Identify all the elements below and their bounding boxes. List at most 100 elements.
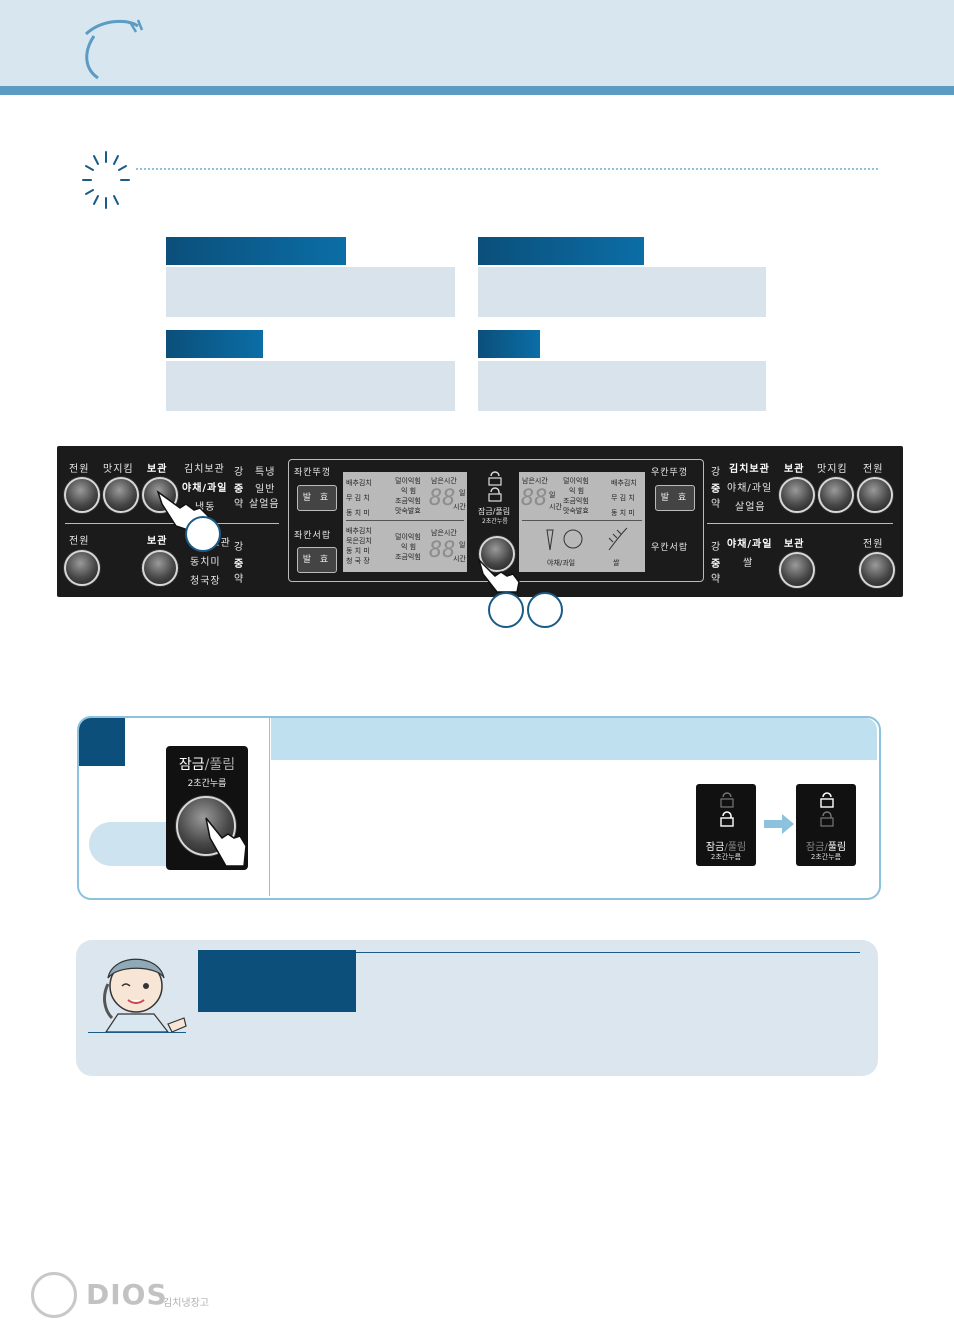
lock-button-closeup: 잠금/풀림 2초간누름 bbox=[166, 746, 248, 870]
left-upper-fermentation-label: 맛지킴 bbox=[103, 464, 134, 475]
section-dotted-rule bbox=[136, 168, 878, 170]
right-upper-storage-button[interactable] bbox=[779, 477, 815, 513]
left-upper-mode-3: 냉동 bbox=[195, 502, 216, 513]
left-upper-extra-1: 특냉 bbox=[255, 467, 276, 478]
left-upper-level-1: 강 bbox=[234, 467, 245, 478]
right-lower-storage-button[interactable] bbox=[779, 552, 815, 588]
left-upper-level-2: 중 bbox=[234, 484, 245, 495]
right-lower-storage-label: 보관 bbox=[784, 539, 805, 550]
left-lcd: 배추김치 무 김 치 동 치 미 덜이익힘 익 힘 조금익힘 맛숙발효 남은시간… bbox=[343, 472, 467, 572]
left-drawer-ferment-button[interactable]: 발 효 bbox=[297, 547, 337, 573]
lcd-ll-1: 배추김치 bbox=[346, 527, 372, 535]
step-marker-3 bbox=[527, 592, 563, 628]
lcd-ul-1: 배추김치 bbox=[346, 479, 372, 487]
arrow-right-icon bbox=[764, 814, 794, 834]
left-upper-level-3: 약 bbox=[234, 499, 245, 510]
right-upper-fermentation-button[interactable] bbox=[818, 477, 854, 513]
lcd-r-day: 일 bbox=[549, 491, 556, 499]
step-marker-2 bbox=[488, 592, 524, 628]
left-divider bbox=[65, 523, 279, 524]
right-lid-ferment-button[interactable]: 발 효 bbox=[655, 485, 695, 511]
left-lower-power-button[interactable] bbox=[64, 550, 100, 586]
pointing-hand-icon bbox=[477, 558, 520, 593]
left-lid-ferment-button[interactable]: 발 효 bbox=[297, 485, 337, 511]
lcd-r-digits: 88 bbox=[521, 486, 548, 511]
lockbox-tab bbox=[79, 718, 125, 766]
lcd-day-upper: 일 bbox=[459, 489, 466, 497]
footer-brand: DIOS bbox=[86, 1278, 168, 1311]
lockbox-title-bar bbox=[271, 718, 877, 760]
footer-product: 김치냉장고 bbox=[163, 1298, 209, 1309]
right-upper-power-button[interactable] bbox=[857, 477, 893, 513]
left-upper-storage-label: 보관 bbox=[147, 464, 168, 475]
closeup-hint: 2초간누름 bbox=[187, 779, 227, 789]
lcd-rr-2: 무 김 치 bbox=[611, 494, 635, 502]
lcd-lm-3: 조금익힘 bbox=[395, 553, 421, 561]
left-lower-level-3: 약 bbox=[234, 574, 245, 585]
lcd-rice-label: 쌀 bbox=[613, 559, 620, 567]
lcd-rm-2: 익 힘 bbox=[569, 487, 585, 495]
mascot-underline bbox=[88, 1032, 186, 1033]
closeup-lock-text: 잠금 bbox=[178, 757, 205, 773]
closeup-unlock-text: 풀림 bbox=[209, 757, 236, 773]
lockbox-pill bbox=[89, 822, 179, 866]
center-lock-label: 잠금/풀림 bbox=[478, 507, 511, 516]
left-lower-mode-3: 청국장 bbox=[190, 576, 221, 587]
carrot-cabbage-icon bbox=[546, 529, 583, 551]
before-label: 잠금/풀림 bbox=[696, 838, 756, 853]
left-upper-power-button[interactable] bbox=[64, 477, 100, 513]
right-lcd: 남은시간 88 일 시간 덜이익힘 익 힘 조금익힘 맛숙발효 배추김치 무 김… bbox=[519, 472, 645, 572]
lcd-rm-3: 조금익힘 bbox=[563, 497, 589, 505]
left-lower-storage-button[interactable] bbox=[142, 550, 178, 586]
before-unlock-text: 풀림 bbox=[727, 842, 747, 853]
left-lower-level-1: 강 bbox=[234, 542, 245, 553]
info-box-4 bbox=[478, 361, 766, 411]
lcd-digits-upper: 88 bbox=[429, 486, 456, 511]
right-lower-level-2: 중 bbox=[711, 559, 722, 570]
lcd-r-hour: 시간 bbox=[549, 503, 562, 511]
closeup-slash: / bbox=[204, 757, 210, 773]
lockbox-divider bbox=[269, 718, 270, 896]
closeup-label: 잠금/풀림 bbox=[166, 754, 248, 774]
lcd-ll-2: 묵은김치 bbox=[346, 537, 372, 545]
info-tab-3 bbox=[166, 330, 263, 358]
lcd-ll-3: 동 치 미 bbox=[346, 547, 370, 555]
lcd-hour-lower: 시간 bbox=[453, 555, 466, 563]
right-upper-level-3: 약 bbox=[711, 499, 722, 510]
right-lower-level-1: 강 bbox=[711, 542, 722, 553]
left-lower-storage-label: 보관 bbox=[147, 536, 168, 547]
sunburst-icon bbox=[76, 148, 136, 212]
header-bar bbox=[0, 0, 954, 86]
lcd-ul-2: 무 김 치 bbox=[346, 494, 370, 502]
lcd-rr-1: 배추김치 bbox=[611, 479, 637, 487]
lcd-lm-2: 익 힘 bbox=[401, 543, 417, 551]
left-upper-fermentation-button[interactable] bbox=[103, 477, 139, 513]
right-lower-level-3: 약 bbox=[711, 574, 722, 585]
lcd-rm-1: 덜이익힘 bbox=[563, 477, 589, 485]
left-drawer-label: 좌칸서랍 bbox=[294, 531, 332, 541]
after-slash: / bbox=[824, 842, 828, 853]
lcd-digits-lower: 88 bbox=[429, 538, 456, 563]
right-lower-power-button[interactable] bbox=[859, 552, 895, 588]
left-lower-mode-2: 동치미 bbox=[190, 557, 221, 568]
info-tab-1 bbox=[166, 237, 346, 265]
tip-rule bbox=[356, 952, 860, 953]
lcd-ll-4: 청 국 장 bbox=[346, 557, 370, 565]
before-hint: 2초간누름 bbox=[710, 853, 742, 861]
left-lower-level-2: 중 bbox=[234, 559, 245, 570]
info-tab-4 bbox=[478, 330, 540, 358]
lcd-um-2: 익 힘 bbox=[401, 487, 417, 495]
right-upper-power-label: 전원 bbox=[863, 464, 884, 475]
info-box-2 bbox=[478, 267, 766, 317]
control-panel: 전원 맛지킴 보관 김치보관 야채/과일 냉동 강 중 약 특냉 일반 살얼음 … bbox=[57, 446, 903, 628]
lock-icon-pair bbox=[820, 792, 834, 827]
left-upper-extra-3: 살얼음 bbox=[249, 499, 280, 510]
lock-icons bbox=[488, 471, 502, 502]
lock-state-before: 잠금/풀림 2초간누름 bbox=[696, 784, 756, 866]
after-unlock-text: 풀림 bbox=[827, 842, 847, 853]
lock-explanation-box: 잠금/풀림 2초간누름 잠금/풀림 2초간누름 잠금/풀림 bbox=[77, 716, 881, 900]
right-divider bbox=[707, 523, 893, 524]
pointing-hand-icon bbox=[205, 817, 247, 867]
left-upper-mode-2: 야채/과일 bbox=[182, 483, 228, 494]
right-upper-level-1: 강 bbox=[711, 467, 722, 478]
